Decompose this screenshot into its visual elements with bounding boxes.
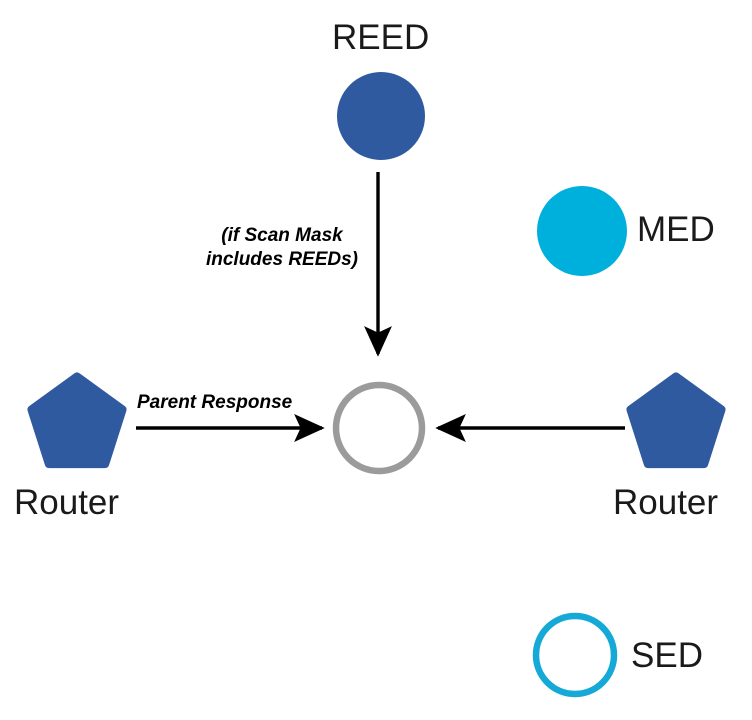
edge-label-scan-mask-line-1: (if Scan Mask (221, 225, 343, 246)
edge-label-parent-response: Parent Response (137, 392, 293, 413)
edge-label-scan-mask: (if Scan Mask includes REEDs) (196, 224, 368, 273)
node-label-router-right: Router (613, 483, 719, 522)
node-reed-shape[interactable] (337, 72, 425, 160)
node-label-med: MED (637, 210, 715, 249)
node-label-router-left: Router (14, 483, 120, 522)
node-sed-shape[interactable] (532, 612, 618, 698)
node-label-reed: REED (332, 18, 430, 57)
node-med-shape[interactable] (537, 186, 627, 276)
node-router-right-shape[interactable] (626, 372, 726, 469)
node-router-left-shape[interactable] (27, 372, 127, 469)
edge-label-scan-mask-line-2: includes REEDs) (205, 249, 359, 271)
node-label-sed: SED (631, 636, 703, 675)
node-center-shape[interactable] (332, 381, 426, 475)
